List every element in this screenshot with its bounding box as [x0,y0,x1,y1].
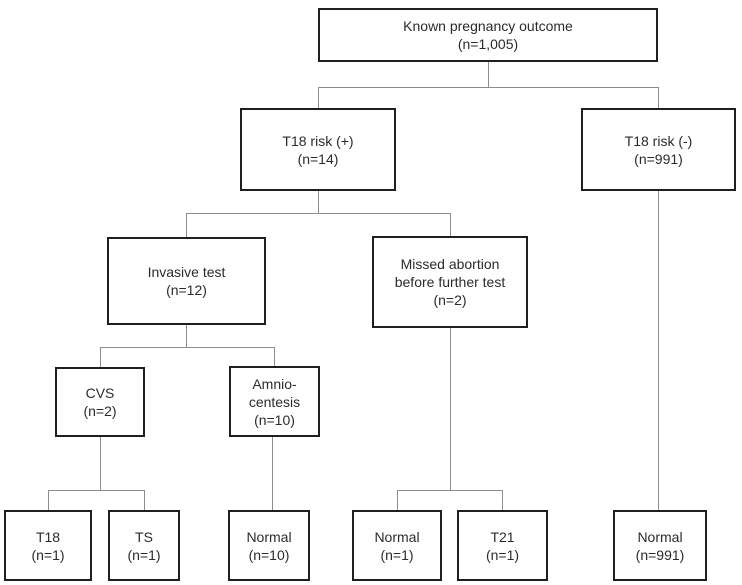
node-label: Normal [246,528,292,545]
connector-positive-stem [318,191,319,213]
node-count: (n=1) [380,546,414,563]
node-label: TS [135,528,153,545]
node-label: CVS [85,385,115,401]
connector-to-missed-t21 [502,490,503,510]
node-cvs-t18: T18 (n=1) [4,510,92,581]
connector-to-missed-abortion [450,213,451,236]
node-label: Normal [374,528,420,545]
connector-to-invasive-test [186,213,187,237]
connector-to-t18-negative [658,87,659,108]
node-amniocentesis: Amnio- centesis (n=10) [229,366,320,437]
node-negative-normal: Normal (n=991) [613,510,707,581]
connector-to-t18-positive [318,87,319,108]
node-count: (n=14) [297,150,339,167]
node-label: Known pregnancy outcome [403,18,573,34]
node-count: (n=1) [485,546,520,563]
connector-amnio-to-normal [272,437,273,510]
node-count: (n=2) [83,403,117,419]
node-count: (n=991) [635,546,685,563]
connector-cvs-crossbar [48,490,144,491]
connector-positive-crossbar [186,213,450,214]
node-t18-risk-negative: T18 risk (-) (n=991) [581,108,736,191]
node-count: (n=991) [634,150,683,167]
node-label: T18 risk (+) [282,132,354,149]
connector-to-cvs-ts [144,490,145,510]
connector-root-stem [488,62,489,87]
node-count: (n=10) [254,411,295,428]
node-missed-normal: Normal (n=1) [352,510,442,581]
node-label: T18 [35,528,61,545]
connector-to-amniocentesis [274,347,275,366]
connector-root-crossbar [318,87,658,88]
connector-missed-crossbar [397,490,502,491]
connector-cvs-stem [100,436,101,490]
connector-negative-to-normal [658,191,659,510]
node-t18-risk-positive: T18 risk (+) (n=14) [240,108,396,191]
node-label: Missed abortion before further test [394,256,506,290]
node-count: (n=10) [248,546,290,563]
node-count: (n=1,005) [457,36,519,52]
node-cvs-ts: TS (n=1) [108,510,180,581]
node-cvs: CVS (n=2) [55,367,145,437]
connector-to-missed-normal [397,490,398,510]
connector-to-cvs-t18 [48,490,49,510]
node-missed-t21: T21 (n=1) [457,510,548,581]
connector-missed-stem [450,328,451,490]
node-label: Normal [637,528,683,545]
node-known-pregnancy-outcome: Known pregnancy outcome (n=1,005) [318,8,658,62]
node-label: Invasive test [147,264,226,280]
node-count: (n=1) [127,546,161,563]
node-count: (n=2) [433,292,467,308]
node-missed-abortion: Missed abortion before further test (n=2… [372,236,528,328]
node-label: T18 risk (-) [624,132,693,149]
node-label: T21 [490,528,515,545]
node-invasive-test: Invasive test (n=12) [107,237,266,325]
connector-invasive-stem [186,325,187,347]
node-amnio-normal: Normal (n=10) [228,510,310,581]
node-count: (n=1) [31,546,65,563]
node-label: Amnio- centesis [248,375,301,410]
connector-invasive-crossbar [100,347,274,348]
node-count: (n=12) [166,282,207,298]
connector-to-cvs [100,347,101,367]
